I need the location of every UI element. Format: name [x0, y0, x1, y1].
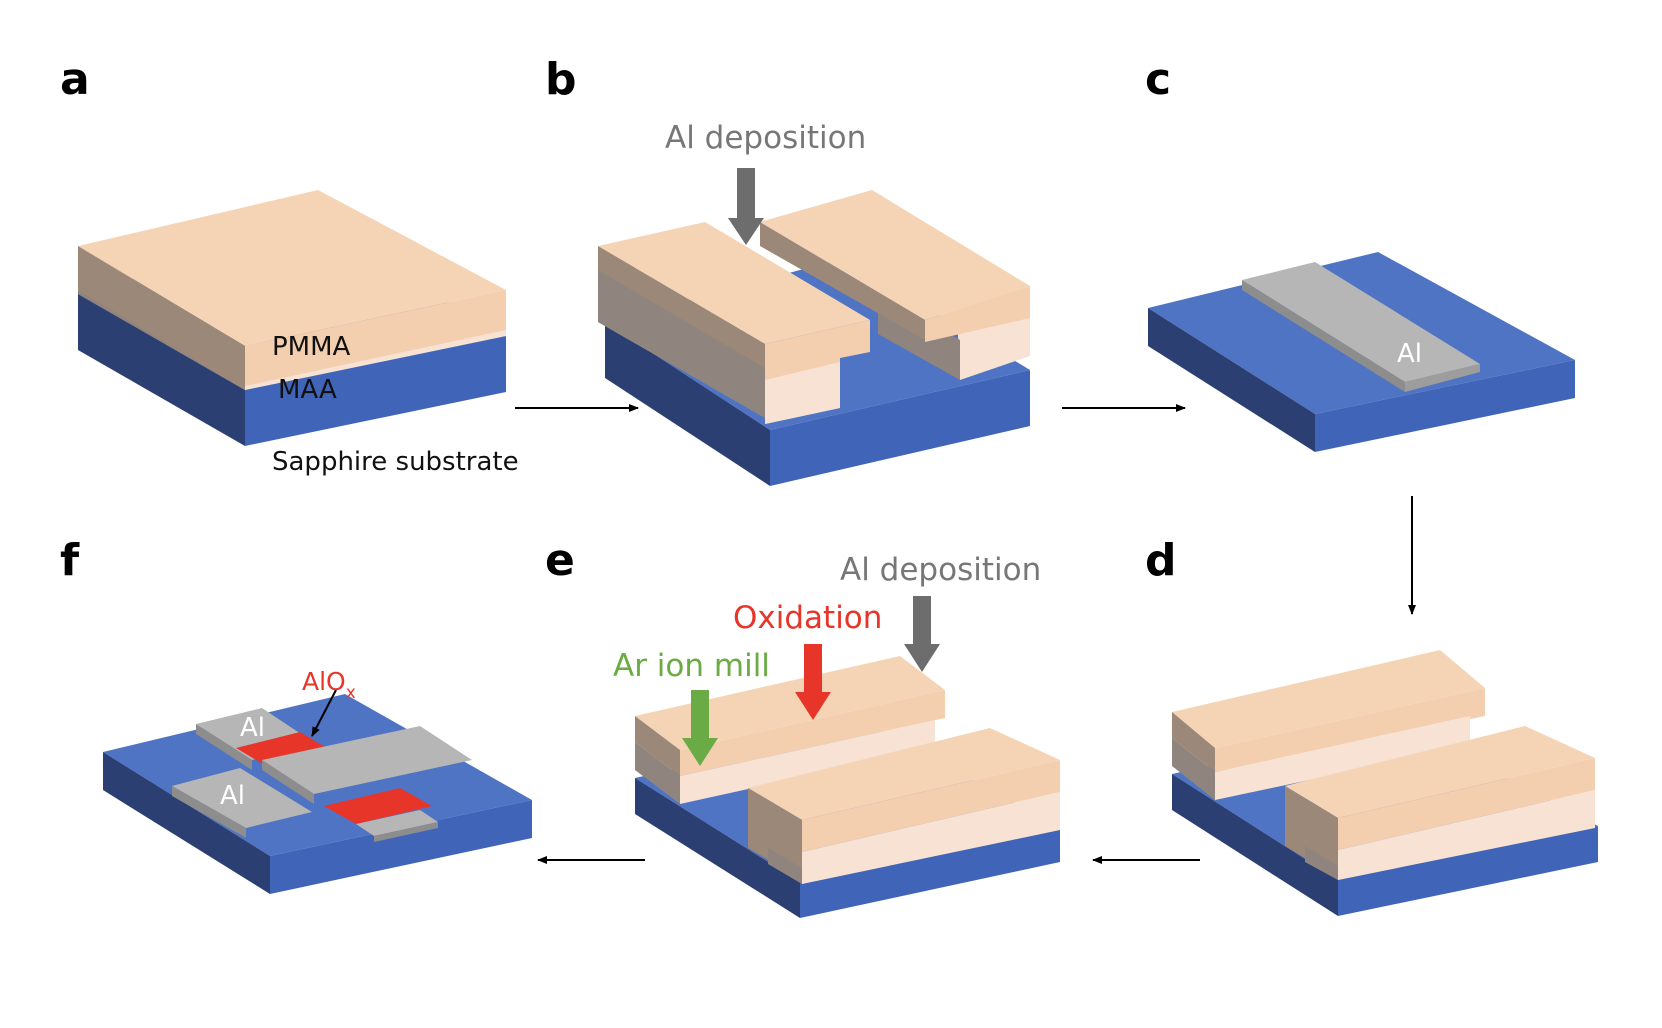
oxide-label: AlOx: [302, 667, 356, 703]
panel-b: b Al deposition: [545, 54, 1030, 486]
pmma-label: PMMA: [272, 332, 351, 362]
panel-letter-e: e: [545, 535, 575, 586]
panel-d: d: [1145, 535, 1598, 916]
panel-e: e Al deposition Oxidation Ar io: [545, 535, 1060, 918]
oxidation-arrow: [795, 644, 831, 720]
panel-letter-d: d: [1145, 535, 1177, 586]
maa-label: MAA: [278, 375, 337, 405]
ion-mill-arrow: [682, 690, 718, 766]
pmma-layer: [78, 190, 506, 390]
panel-letter-b: b: [545, 54, 577, 105]
oxide-label-subscript: x: [346, 683, 356, 703]
oxidation-label: Oxidation: [733, 600, 882, 636]
panel-c: c Al: [1145, 54, 1575, 452]
oxide-strip-bottom: [324, 788, 432, 824]
al-label-f-bottom: Al: [220, 781, 245, 811]
panel-a: a PMMA MAA Sapphire substrate: [60, 54, 519, 477]
deposition-arrow-e: [904, 596, 940, 672]
deposition-label-b: Al deposition: [665, 120, 866, 156]
panel-f: f Al Al AlOx: [60, 535, 532, 894]
oxide-pointer: [311, 689, 337, 737]
oxide-label-main: AlO: [302, 667, 346, 696]
panel-letter-c: c: [1145, 54, 1171, 105]
deposition-arrow-b: [728, 168, 764, 245]
panel-letter-a: a: [60, 54, 90, 105]
al-label-f-top: Al: [240, 713, 265, 743]
ion-mill-label: Ar ion mill: [613, 648, 770, 684]
substrate-label: Sapphire substrate: [272, 447, 519, 477]
al-label-c: Al: [1397, 339, 1422, 369]
al-cross-bar: [262, 726, 472, 794]
deposition-label-e: Al deposition: [840, 552, 1041, 588]
panel-letter-f: f: [60, 535, 80, 586]
al-strip: [1242, 262, 1480, 392]
